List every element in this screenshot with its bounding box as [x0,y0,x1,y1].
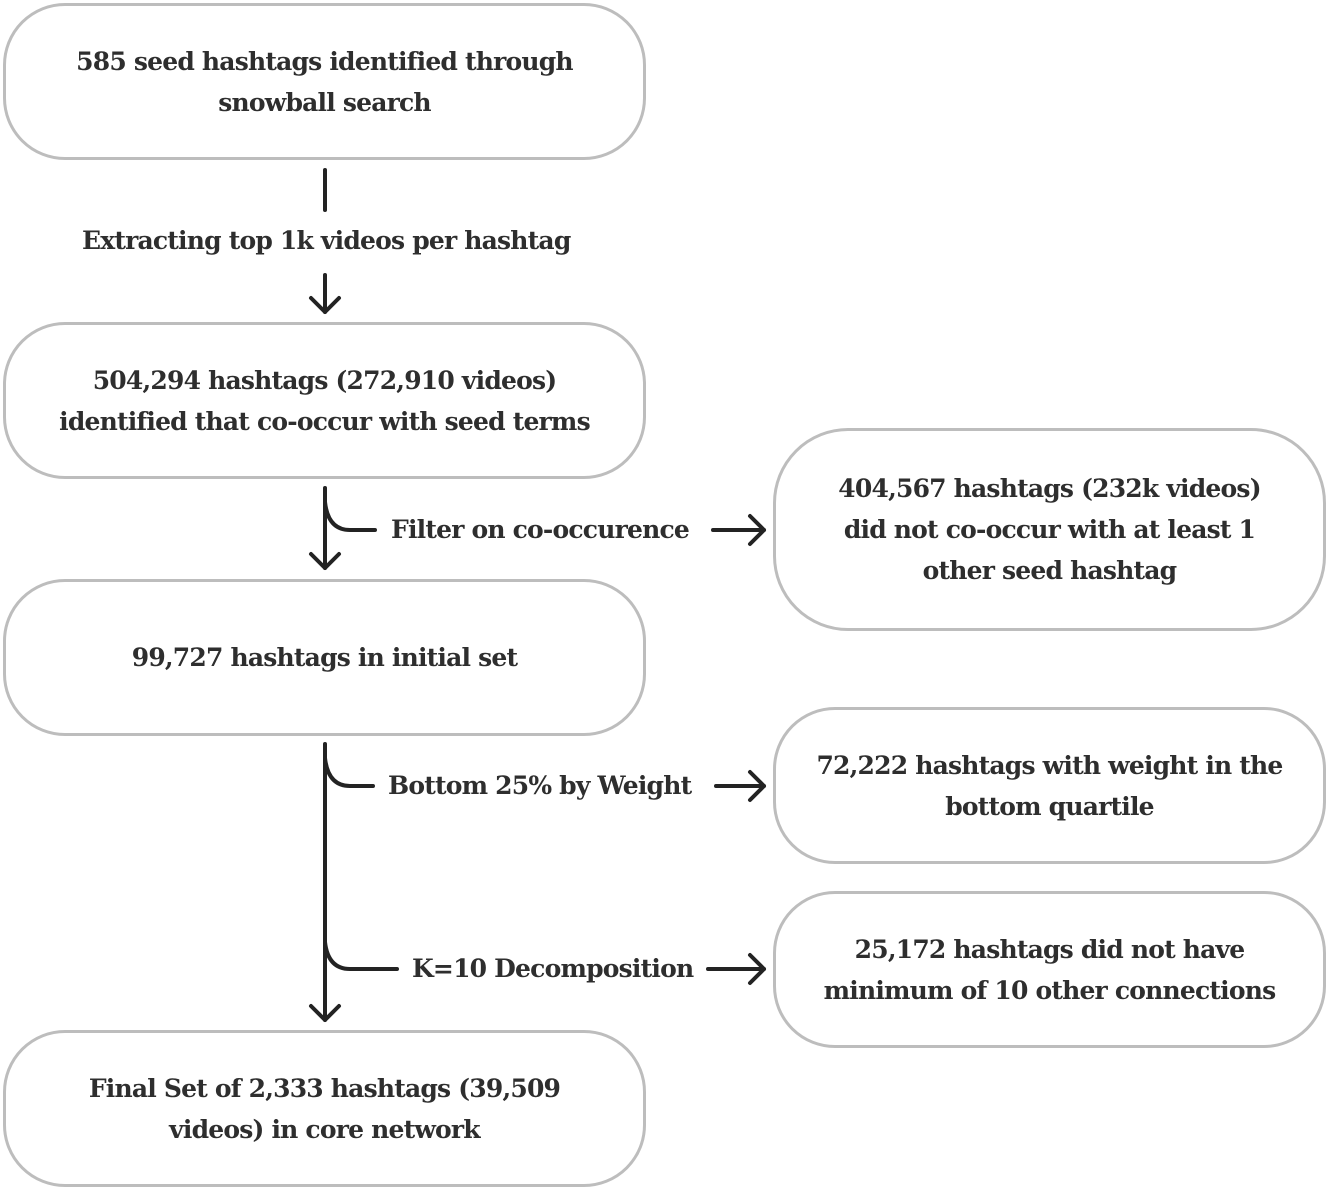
node-text: 504,294 hashtags (272,910 videos) identi… [59,365,591,436]
node-seed-hashtags: 585 seed hashtags identified through sno… [3,3,646,160]
step-label-extract: Extracting top 1k videos per hashtag [82,226,571,255]
arrow-down-icon [309,296,341,314]
arrow-down-icon [309,552,341,570]
step-label-bottom-weight: Bottom 25% by Weight [388,771,692,800]
node-text: 585 seed hashtags identified through sno… [76,46,573,117]
arrow-right-icon [748,514,766,546]
branch-curve [323,500,377,532]
node-text: 25,172 hashtags did not have minimum of … [823,934,1277,1005]
step-label-k-decomposition: K=10 Decomposition [412,954,694,983]
node-cooccurring-hashtags: 504,294 hashtags (272,910 videos) identi… [3,322,646,479]
branch-curve [323,756,375,788]
node-text: 404,567 hashtags (232k videos) did not c… [838,474,1261,585]
branch-curve [323,940,399,971]
step-label-filter-cooccur: Filter on co-occurence [391,515,690,544]
node-text: 99,727 hashtags in initial set [131,643,518,672]
node-filtered-weight: 72,222 hashtags with weight in the botto… [773,707,1326,864]
arrow-right-icon [748,770,766,802]
node-filtered-kcore: 25,172 hashtags did not have minimum of … [773,891,1326,1048]
node-initial-set: 99,727 hashtags in initial set [3,579,646,736]
node-text: 72,222 hashtags with weight in the botto… [816,750,1283,821]
arrow-right-icon [748,953,766,985]
node-final-set: Final Set of 2,333 hashtags (39,509 vide… [3,1030,646,1187]
node-text: Final Set of 2,333 hashtags (39,509 vide… [88,1073,561,1144]
node-filtered-cooccur: 404,567 hashtags (232k videos) did not c… [773,428,1326,631]
arrow-down-icon [309,1004,341,1022]
